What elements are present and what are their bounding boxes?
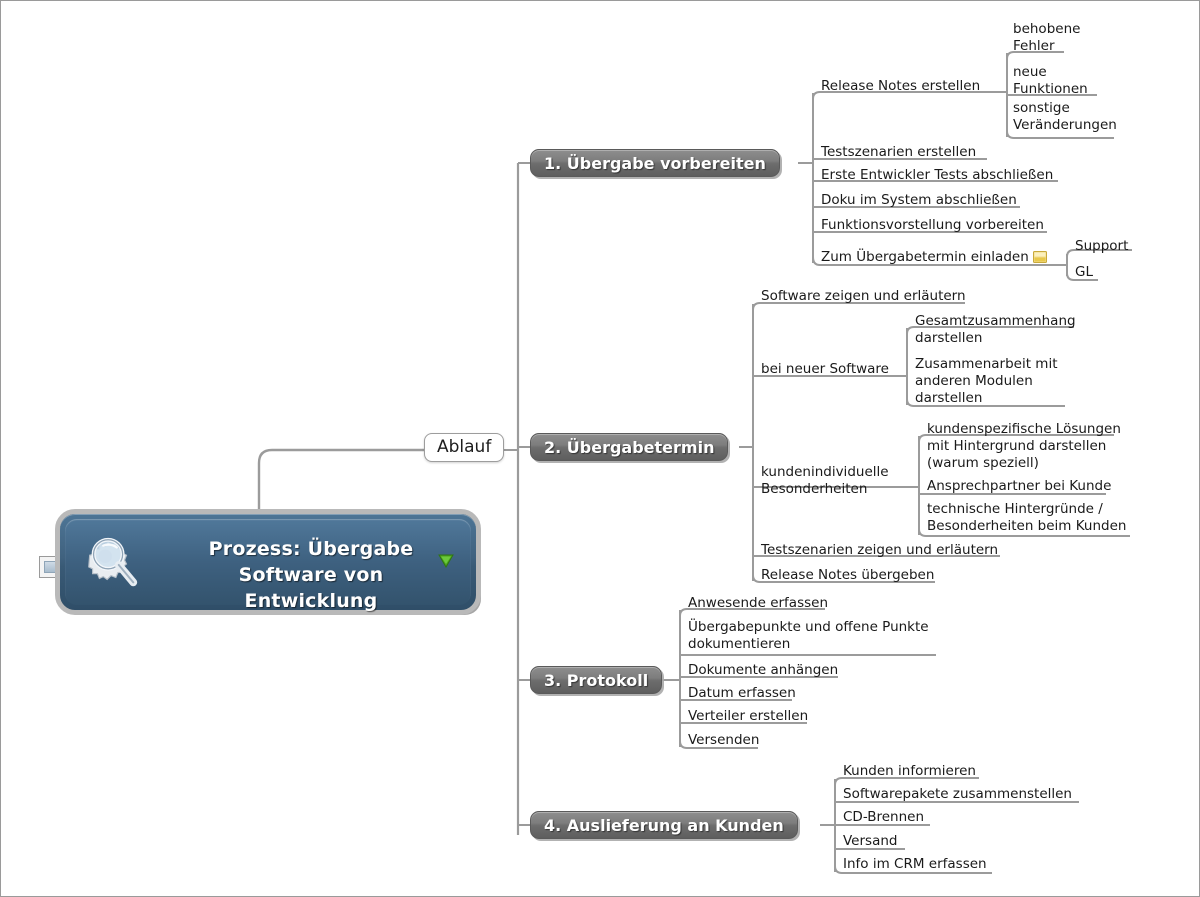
- item-kunden-informieren[interactable]: Kunden informieren: [843, 763, 976, 779]
- item-uebergabepunkte-dokumentieren[interactable]: Übergabepunkte und offene Punkte dokumen…: [688, 619, 929, 652]
- item-behobene-fehler[interactable]: behobene Fehler: [1013, 21, 1081, 54]
- item-cd-brennen[interactable]: CD-Brennen: [843, 809, 925, 825]
- item-gesamtzusammenhang-darstellen[interactable]: Gesamtzusammenhang darstellen: [915, 313, 1076, 346]
- item-dokumente-anhaengen[interactable]: Dokumente anhängen: [688, 662, 839, 678]
- item-neue-funktionen[interactable]: neue Funktionen: [1013, 64, 1088, 97]
- branch-node-4[interactable]: 4. Auslieferung an Kunden: [530, 811, 798, 839]
- item-datum-erfassen[interactable]: Datum erfassen: [688, 685, 796, 701]
- root-collapse-handle[interactable]: [39, 556, 61, 578]
- item-doku-im-system[interactable]: Doku im System abschließen: [821, 192, 1017, 208]
- item-versand[interactable]: Versand: [843, 833, 898, 849]
- note-icon[interactable]: [1033, 251, 1047, 263]
- item-kundenindividuelle-besonderheiten[interactable]: kundenindividuelle Besonderheiten: [761, 464, 889, 497]
- item-technische-hintergruende[interactable]: technische Hintergründe / Besonderheiten…: [927, 501, 1127, 534]
- item-kundenspezifische-loesungen[interactable]: kundenspezifische Lösungen mit Hintergru…: [927, 421, 1121, 471]
- item-sonstige-veraenderungen[interactable]: sonstige Veränderungen: [1013, 100, 1117, 133]
- item-release-notes-erstellen[interactable]: Release Notes erstellen: [821, 78, 981, 94]
- branch-node-3[interactable]: 3. Protokoll: [530, 666, 663, 694]
- item-release-notes-uebergeben[interactable]: Release Notes übergeben: [761, 567, 935, 583]
- item-anwesende-erfassen[interactable]: Anwesende erfassen: [688, 595, 829, 611]
- item-softwarepakete-zusammenstellen[interactable]: Softwarepakete zusammenstellen: [843, 786, 1072, 802]
- green-arrow-marker[interactable]: [438, 554, 454, 568]
- root-node-inner: [65, 519, 471, 605]
- branch-node-2[interactable]: 2. Übergabetermin: [530, 433, 729, 461]
- item-software-zeigen-erlaeutern[interactable]: Software zeigen und erläutern: [761, 288, 966, 304]
- item-versenden[interactable]: Versenden: [688, 732, 760, 748]
- item-erste-entwickler-tests[interactable]: Erste Entwickler Tests abschließen: [821, 167, 1054, 183]
- item-zum-uebergabetermin-einladen[interactable]: Zum Übergabetermin einladen: [821, 249, 1029, 265]
- item-bei-neuer-software[interactable]: bei neuer Software: [761, 361, 889, 377]
- root-label: Prozess: Übergabe Software von Entwicklu…: [208, 538, 414, 612]
- item-testszenarien-erstellen[interactable]: Testszenarien erstellen: [821, 144, 977, 160]
- item-info-im-crm-erfassen[interactable]: Info im CRM erfassen: [843, 856, 987, 872]
- relation-node-ablauf[interactable]: Ablauf: [424, 433, 505, 462]
- item-funktionsvorstellung[interactable]: Funktionsvorstellung vorbereiten: [821, 217, 1044, 233]
- handle-square-icon: [44, 561, 56, 573]
- item-testszenarien-zeigen[interactable]: Testszenarien zeigen und erläutern: [761, 542, 999, 558]
- item-ansprechpartner-bei-kunde[interactable]: Ansprechpartner bei Kunde: [927, 478, 1112, 494]
- item-zusammenarbeit-module[interactable]: Zusammenarbeit mit anderen Modulen darst…: [915, 356, 1058, 406]
- branch-node-1[interactable]: 1. Übergabe vorbereiten: [530, 149, 780, 177]
- item-support[interactable]: Support: [1075, 238, 1129, 254]
- item-verteiler-erstellen[interactable]: Verteiler erstellen: [688, 708, 809, 724]
- magnifier-gear-icon: [88, 537, 138, 587]
- root-node[interactable]: Prozess: Übergabe Software von Entwicklu…: [55, 509, 481, 615]
- item-gl[interactable]: GL: [1075, 264, 1093, 280]
